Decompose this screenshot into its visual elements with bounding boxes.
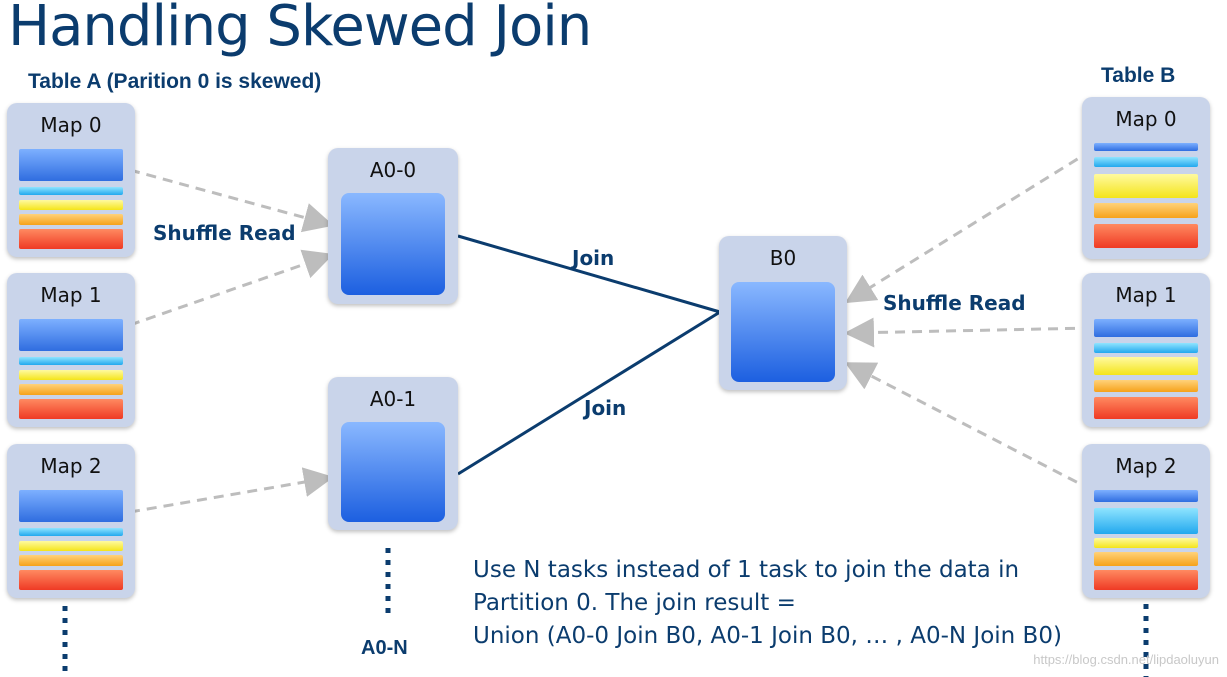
table-b-heading: Table B <box>1101 64 1176 87</box>
stripe-cyan <box>1094 508 1198 534</box>
shuffle-edge-a-map0 <box>129 168 334 233</box>
table-b-map-2: Map 2 <box>1082 444 1210 598</box>
stripe-blue <box>1094 490 1198 502</box>
task-b0: B0 <box>719 236 847 390</box>
stripe-red <box>19 399 123 419</box>
task-label: B0 <box>769 246 797 270</box>
stripe-orange <box>19 555 123 566</box>
table-a-heading: Table A (Parition 0 is skewed) <box>28 70 322 93</box>
stripe-yellow <box>1094 538 1198 548</box>
stripe-orange <box>19 214 123 225</box>
stripe-orange <box>1094 552 1198 566</box>
shuffle-edge-b-map0 <box>844 148 1093 304</box>
stripe-orange <box>19 384 123 395</box>
shuffle-edge-b-map1 <box>844 317 1093 348</box>
stripe-yellow <box>19 541 123 551</box>
table-a-map-2: Map 2 <box>7 444 135 598</box>
explanation-note: Use N tasks instead of 1 task to join th… <box>473 554 1062 653</box>
join-edge-a01-b0 <box>457 310 721 476</box>
task-label: A0-0 <box>369 158 417 182</box>
shuffle-read-right-label: Shuffle Read <box>883 291 1026 315</box>
stripe-cyan <box>19 528 123 536</box>
map-label: Map 0 <box>1115 107 1177 131</box>
join-edge-a00-b0 <box>457 234 721 314</box>
table-b-map-0: Map 0 <box>1082 97 1210 259</box>
stripe-cyan <box>1094 157 1198 167</box>
shuffle-edge-a-map1 <box>129 249 334 327</box>
stripe-orange <box>1094 203 1198 218</box>
stripe-yellow <box>1094 357 1198 375</box>
task-a0-0: A0-0 <box>328 148 458 304</box>
stripe-yellow <box>19 200 123 210</box>
table-a-map-0: Map 0 <box>7 103 135 257</box>
map-label: Map 1 <box>1115 283 1177 307</box>
watermark: https://blog.csdn.net/lipdaoluyun <box>1033 652 1219 667</box>
table-a-map-1: Map 1 <box>7 273 135 427</box>
shuffle-edge-a-map2 <box>129 467 334 514</box>
join-top-label: Join <box>572 246 615 270</box>
join-bottom-label: Join <box>584 396 627 420</box>
map-label: Map 2 <box>40 454 102 478</box>
task-a0-1: A0-1 <box>328 377 458 530</box>
stripe-red <box>1094 224 1198 248</box>
page-title: Handling Skewed Join <box>8 0 592 59</box>
task-a0-n-label: A0-N <box>361 637 408 659</box>
stripe-blue <box>1094 319 1198 337</box>
stripe-red <box>19 229 123 249</box>
stripe-yellow <box>19 370 123 380</box>
partition-block <box>341 193 445 295</box>
shuffle-read-left-label: Shuffle Read <box>153 221 296 245</box>
stripe-orange <box>1094 380 1198 392</box>
stripe-cyan <box>19 357 123 365</box>
map-label: Map 0 <box>40 113 102 137</box>
table-b-map-1: Map 1 <box>1082 273 1210 427</box>
stripe-cyan <box>19 187 123 195</box>
stripe-cyan <box>1094 343 1198 353</box>
note-line-1: Use N tasks instead of 1 task to join th… <box>473 557 1020 583</box>
stripe-red <box>1094 570 1198 590</box>
task-label: A0-1 <box>369 387 417 411</box>
map-label: Map 1 <box>40 283 102 307</box>
stripe-blue <box>19 319 123 351</box>
stripe-blue <box>19 490 123 522</box>
note-line-2: Partition 0. The join result = <box>473 590 796 616</box>
stripe-red <box>19 570 123 590</box>
stripe-blue <box>1094 143 1198 151</box>
partition-block <box>731 282 835 382</box>
stripe-yellow <box>1094 174 1198 198</box>
partition-block <box>341 422 445 522</box>
stripe-red <box>1094 397 1198 419</box>
map-label: Map 2 <box>1115 454 1177 478</box>
shuffle-edge-b-map2 <box>844 362 1093 492</box>
stripe-blue <box>19 149 123 181</box>
note-line-3: Union (A0-0 Join B0, A0-1 Join B0, … , A… <box>473 623 1062 649</box>
